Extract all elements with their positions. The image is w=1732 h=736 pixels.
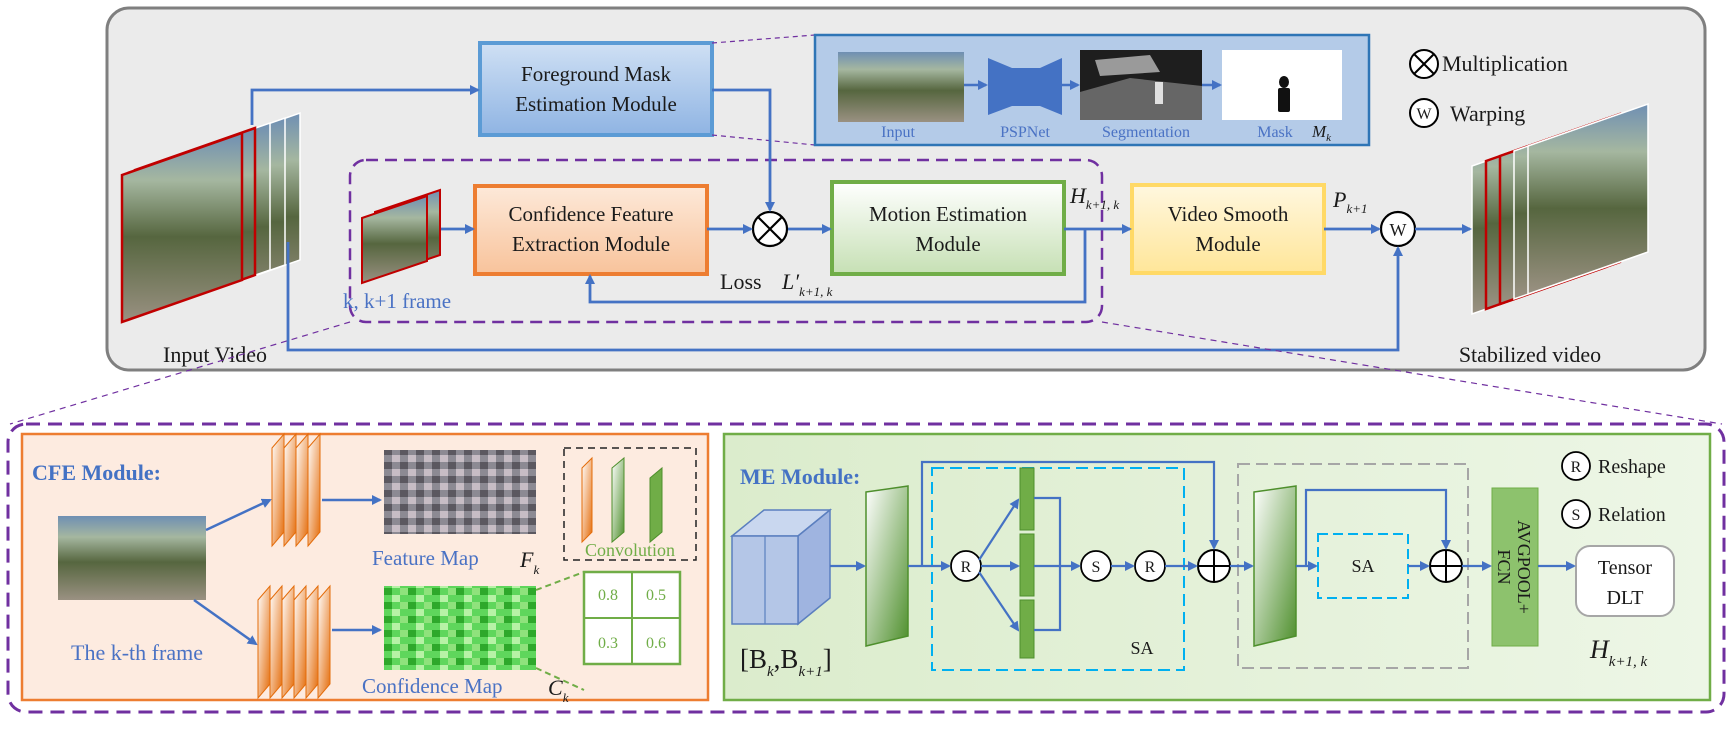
foreground-mask-estimation-module [478,41,714,137]
svg-text:W: W [1390,220,1407,240]
lower-conv-stack [257,584,331,700]
grid-cell-1: 0.8 [598,587,618,604]
inset-pspnet-label: PSPNet [1000,124,1050,141]
input-video-stack [120,111,301,324]
inset-input-label: Input [881,124,915,141]
conv-block-2 [1253,485,1297,647]
dlt-label: DLT [1606,587,1643,609]
inset-mask-label: Mask [1257,124,1293,141]
upper-conv-stack [271,432,321,548]
svg-text:R: R [1571,459,1582,476]
svg-text:R: R [961,559,972,576]
confidence-feature-extraction-module [473,184,709,276]
video-smooth-module [1130,183,1326,275]
multiplication-legend-label: Multiplication [1442,51,1568,76]
cfe-label-line1: Confidence Feature [508,202,673,226]
conv-block-1 [865,485,909,647]
input-pair-label: [Bk,Bk+1] [740,644,832,680]
svg-text:S: S [1092,559,1101,576]
grid-cell-2: 0.5 [646,587,666,604]
frame-pair-thumbnail [361,188,441,285]
grid-cell-4: 0.6 [646,635,666,652]
svg-text:W: W [1416,106,1432,123]
cfe-label-line2: Extraction Module [512,232,670,256]
me-label-line2: Module [915,232,980,256]
cfe-panel-title: CFE Module: [32,460,161,485]
mask-symbol: Mk [1311,122,1332,144]
me-output-homography: Hk+1, k [1589,635,1648,670]
sa-branch-2 [1019,533,1035,597]
self-attention-block [931,467,1185,671]
tensor-dlt-block [1575,545,1675,617]
convolution-legend [563,447,697,561]
avgpool-fcn-block [1491,487,1539,647]
smoothed-path-label: Pk+1 [1332,187,1368,216]
kth-frame-label: The k-th frame [71,640,203,665]
frame-pair-label: k, k+1 frame [343,289,451,313]
feature-map-symbol: Fk [519,547,539,577]
confidence-map-label: Confidence Map [362,674,503,698]
inset-input-image [838,52,964,122]
reshape-legend-label: Reshape [1598,456,1666,478]
confidence-map-symbol: Ck [548,675,569,705]
relation-legend-icon [1561,499,1591,529]
fme-label-line2: Estimation Module [515,92,677,116]
svg-text:R: R [1145,559,1156,576]
cfe-me-training-region [348,158,1104,324]
pspnet-shape [988,58,1062,115]
confidence-map [384,586,536,670]
motion-estimation-module [830,180,1066,276]
grid-cell-3: 0.3 [598,635,618,652]
inset-mask-image [1222,50,1342,120]
input-feature-cube [729,508,833,626]
avgpool-fcn-label: AVGPOOL+FCN [1494,520,1534,614]
kth-frame-image [58,516,206,600]
sa-branch-3 [1019,599,1035,659]
top-flow-arrows [250,85,1472,352]
feature-map [384,450,536,534]
relation-legend-label: Relation [1598,504,1666,526]
svg-text:S: S [1572,507,1581,524]
stabilized-video-stack [1471,102,1649,316]
me-panel-title: ME Module: [740,464,860,489]
reshape-legend-icon [1561,451,1591,481]
loss-label: Loss [720,269,762,294]
me-label-line1: Motion Estimation [869,202,1028,226]
vsm-label-line1: Video Smooth [1168,202,1289,226]
sa-branch-1 [1019,467,1035,531]
me-flow-arrows [830,460,1576,632]
feature-map-label: Feature Map [372,546,479,570]
sa-block-label: SA [1130,638,1153,658]
stabilized-video-label: Stabilized video [1459,342,1601,367]
inset-segmentation-label: Segmentation [1102,124,1190,141]
warping-legend-label: Warping [1450,101,1525,126]
loss-symbol: L′k+1, k [781,269,833,299]
tensor-label: Tensor [1598,557,1652,579]
input-video-label: Input Video [163,342,267,367]
warping-legend-icon [1409,98,1439,128]
vsm-label-line2: Module [1195,232,1260,256]
convolution-legend-label: Convolution [585,540,675,560]
inset-segmentation-image [1080,50,1202,120]
svg-text:SA: SA [1351,556,1374,576]
cfe-flow-arrows [193,495,382,646]
homography-label: Hk+1, k [1069,183,1119,212]
fme-label-line1: Foreground Mask [521,62,671,86]
